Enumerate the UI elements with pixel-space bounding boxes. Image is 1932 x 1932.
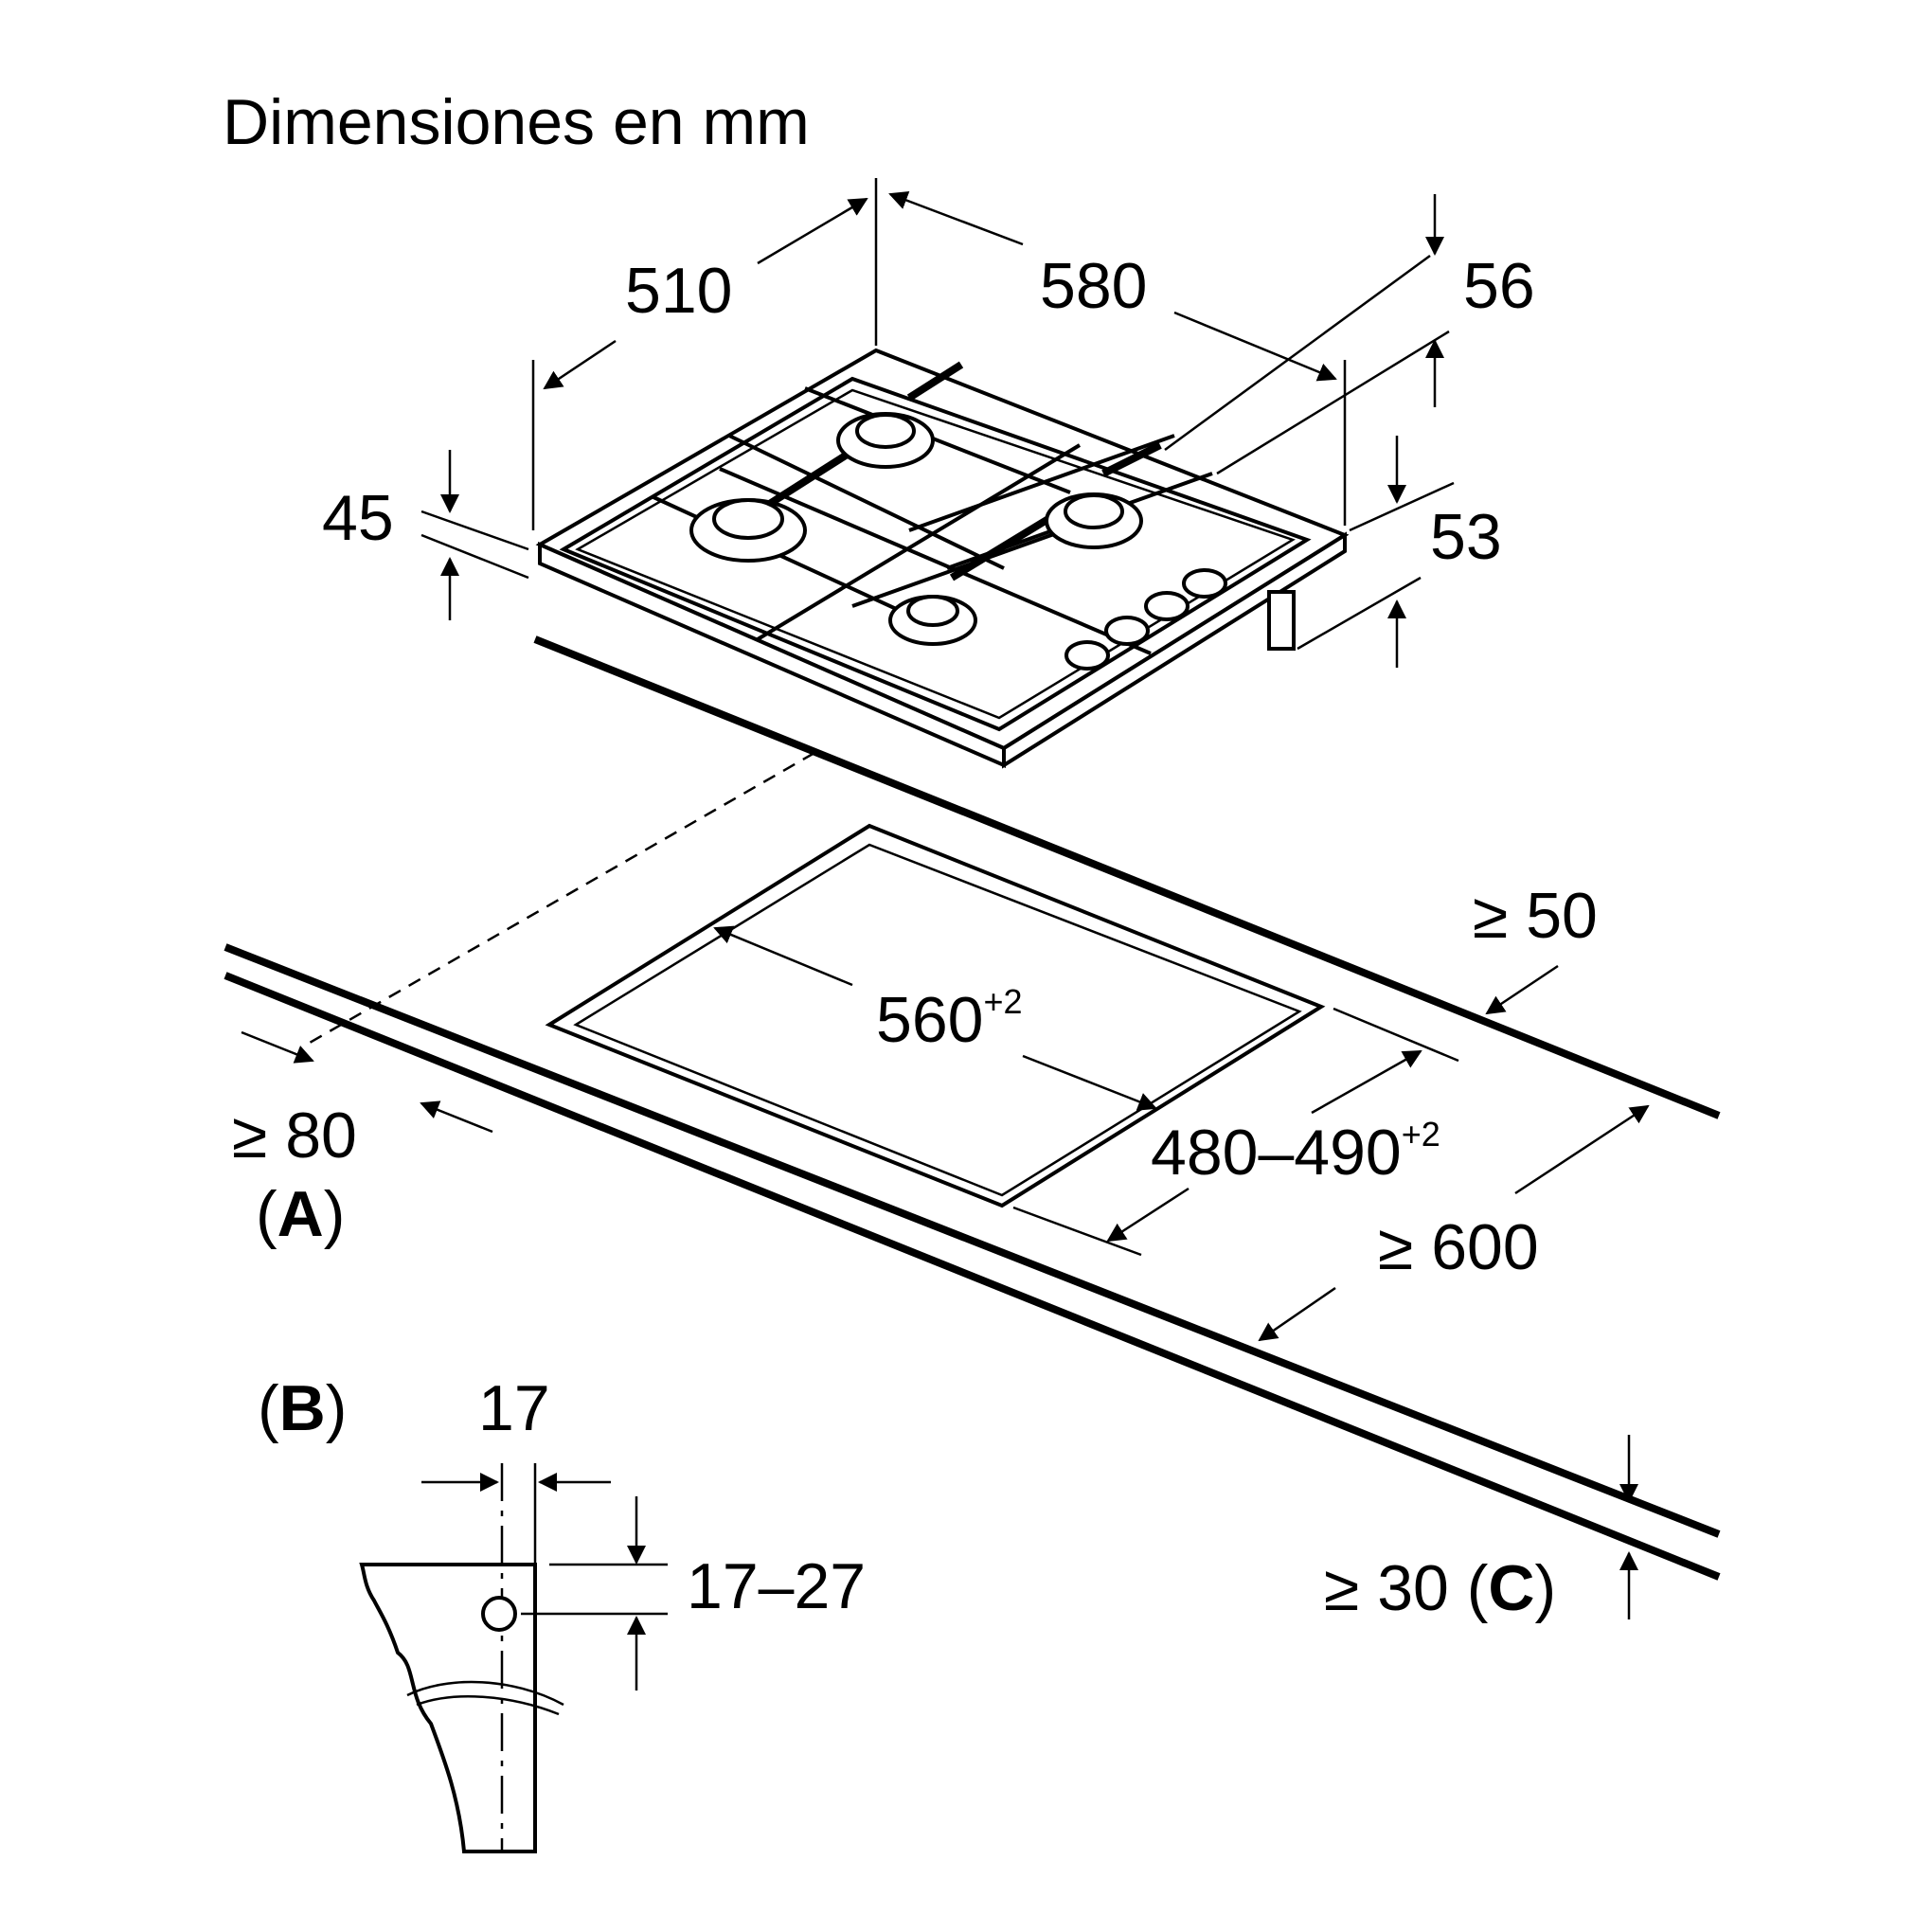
dim-depth-510: 510 <box>625 255 732 327</box>
worktop-profile <box>359 1563 537 1853</box>
cutout-dimensions: 560+2 480–490+2 ≥ 50 ≥ 80 (A) ≥ 600 ≥ 30… <box>232 880 1650 1624</box>
dim-min-back: ≥ 50 <box>1473 880 1598 952</box>
worktop-front-top-edge <box>224 943 1721 1538</box>
dim-height-53: 53 <box>1430 501 1502 573</box>
hob-dimensions: 580 510 45 56 53 <box>322 178 1535 668</box>
burner-rear-left <box>836 412 935 469</box>
worktop-drawing <box>224 635 1721 1581</box>
worktop-back-edge <box>533 635 1721 1119</box>
gas-connector <box>1267 590 1296 651</box>
mounting-hole <box>481 1596 517 1632</box>
label-a: (A) <box>256 1178 345 1250</box>
burner-front-right <box>888 595 977 646</box>
projection-dashed-line <box>302 751 815 1048</box>
worktop-front-bottom-edge <box>224 972 1721 1581</box>
dim-min-side: ≥ 600 <box>1378 1211 1539 1283</box>
hob-drawing <box>535 348 1350 769</box>
dim-bracket-width: 17 <box>478 1372 550 1444</box>
label-b: (B) <box>258 1372 347 1444</box>
dim-bracket-height: 17–27 <box>687 1550 866 1622</box>
hob-side-edge <box>1002 531 1347 769</box>
dim-min-front: ≥ 80 <box>232 1100 357 1172</box>
burner-front-left <box>689 498 807 563</box>
detail-b: (B) 17 17–27 <box>258 1372 866 1853</box>
control-knobs <box>1064 568 1227 671</box>
cutout-outer <box>545 823 1326 1208</box>
dim-height-45: 45 <box>322 482 394 554</box>
dim-cutout-width: 560+2 <box>876 982 1023 1056</box>
burner-rear-right <box>1045 492 1143 549</box>
dim-min-thickness: ≥ 30 (C) <box>1324 1552 1556 1624</box>
dim-width-580: 580 <box>1040 250 1147 322</box>
dim-cutout-depth: 480–490+2 <box>1151 1115 1440 1189</box>
dim-height-56: 56 <box>1463 250 1535 322</box>
diagram-title: Dimensiones en mm <box>223 86 810 158</box>
